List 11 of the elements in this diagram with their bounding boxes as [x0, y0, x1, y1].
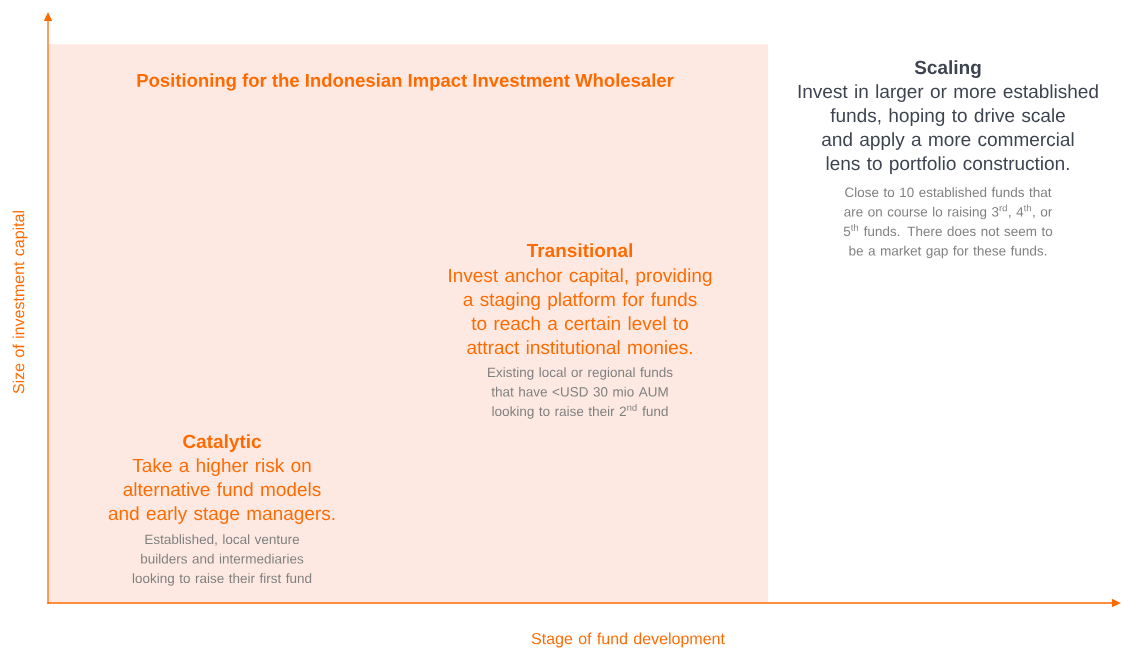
heading: Catalytic — [183, 434, 262, 452]
description: Invest in larger or more established funds, hoping to drive scale and apply a more commercial lens to portfolio construction. — [798, 84, 1098, 174]
axis-label: Size of investment capital — [12, 211, 28, 394]
heading: Transitional — [526, 243, 632, 258]
note: Close to 10 established funds that are on course lo raising 3$^{rd}$, 4$^{th}$, or 5$^{th}$ funds. There does not seem to be a market gap for these funds. — [843, 187, 1053, 259]
heading: Scaling — [914, 60, 981, 78]
description: Invest anchor capital, providing a staging platform for funds to reach a certain level to attract institutional monies. — [449, 268, 712, 355]
description: Take a higher risk on alternative fund models and early stage managers. — [108, 458, 335, 524]
axis-label: Stage of fund development — [531, 632, 725, 648]
note: Established, local venture builders and intermediaries looking to raise their first fund — [132, 534, 312, 586]
note: Existing local or regional funds that have <USD 30 mio AUM looking to raise their 2$^{nd}$ fund — [488, 367, 673, 419]
